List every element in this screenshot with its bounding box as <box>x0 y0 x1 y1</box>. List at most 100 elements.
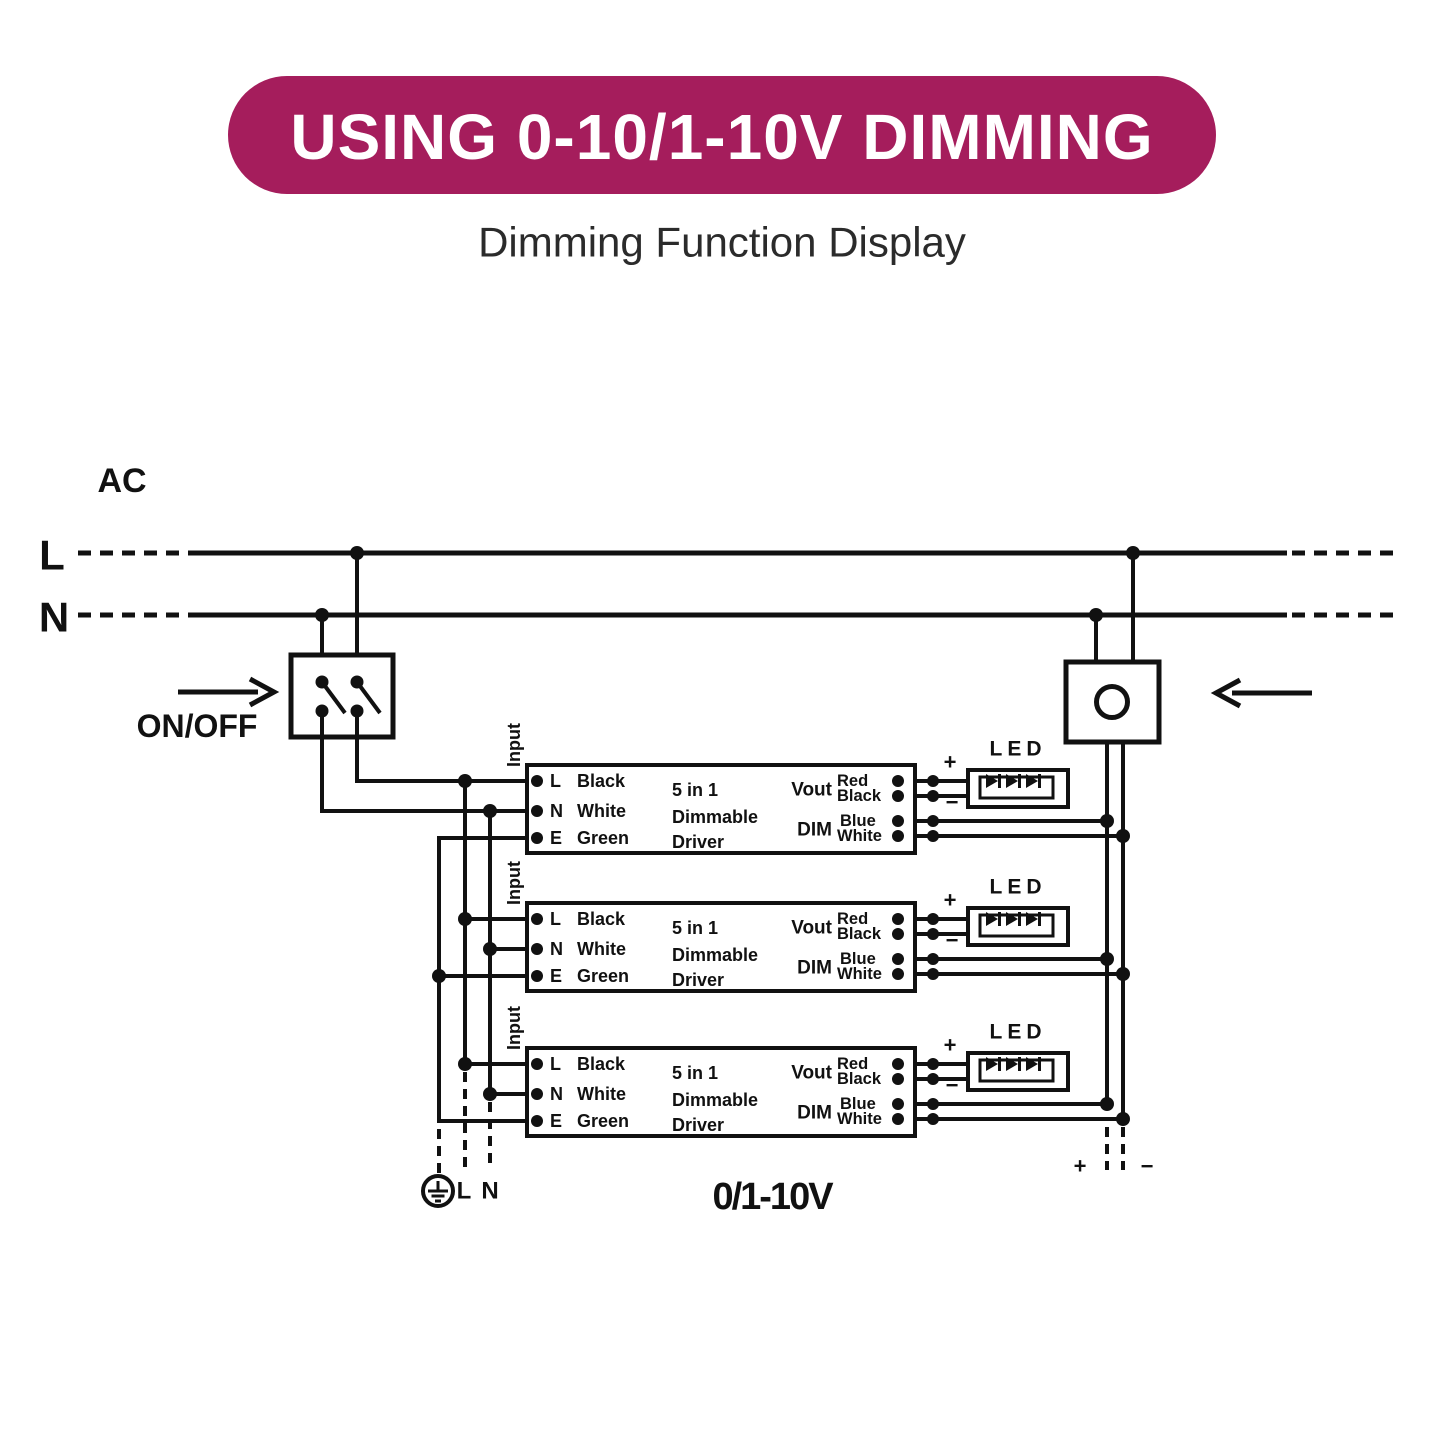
junction-dot <box>483 1087 497 1101</box>
switch-blade <box>355 680 382 715</box>
led-module-2: LED + − <box>944 876 1070 953</box>
banner-pill <box>228 76 1216 194</box>
wire-dot <box>927 775 939 787</box>
in-n-wire: White <box>577 1084 626 1104</box>
onoff-switch: ON/OFF <box>137 553 396 744</box>
dimmer <box>1063 553 1312 745</box>
driver-name-1: 5 in 1 <box>672 918 718 938</box>
page-title: USING 0-10/1-10V DIMMING <box>290 101 1153 173</box>
led-strip-inner <box>978 913 1055 938</box>
diode-icon <box>986 1057 998 1071</box>
out-blue-label: Blue <box>840 812 876 830</box>
driver-name-2: Dimmable <box>672 945 758 965</box>
diode-icon <box>986 912 998 926</box>
wire <box>320 711 527 813</box>
dim-label: DIM <box>797 1103 832 1124</box>
in-n: N <box>550 939 563 959</box>
driver-name-3: Driver <box>672 1115 724 1135</box>
led-strip-inner <box>978 1058 1055 1083</box>
dimmer-arrowhead-icon <box>1210 677 1242 709</box>
terminal-dot <box>531 970 543 982</box>
terminal-dot <box>531 775 543 787</box>
junction-dot <box>458 912 472 926</box>
led-plus: + <box>944 888 957 913</box>
onoff-arrowhead-icon <box>248 676 280 708</box>
input-label: Input <box>504 1006 524 1050</box>
in-l: L <box>550 909 561 929</box>
ac-label: AC <box>97 462 146 500</box>
terminal-dot <box>892 1058 904 1070</box>
diode-icon <box>986 774 998 788</box>
junction-dot <box>483 804 497 818</box>
led-label: LED <box>990 876 1047 899</box>
in-n: N <box>550 801 563 821</box>
led-minus: − <box>946 928 959 953</box>
driver-box <box>525 763 917 855</box>
led-label: LED <box>990 738 1047 761</box>
in-e-wire: Green <box>577 966 629 986</box>
terminal-dot <box>531 1058 543 1070</box>
vout-label: Vout <box>791 1063 832 1084</box>
in-e: E <box>550 1111 562 1131</box>
driver-1: Input L Black N White E Green 5 in 1 Dim… <box>504 723 1123 855</box>
terminal-dot <box>892 1098 904 1110</box>
out-black-label: Black <box>837 787 882 805</box>
dim-type-label: 0/1-10V <box>712 1176 834 1218</box>
diode-icon <box>1006 774 1018 788</box>
diode-icon <box>1026 912 1038 926</box>
terminal-dot <box>892 815 904 827</box>
neutral-label: N <box>39 594 69 641</box>
input-label: Input <box>504 861 524 905</box>
page-subtitle: Dimming Function Display <box>478 219 966 266</box>
wire-dot <box>927 928 939 940</box>
input-bus-wires <box>320 711 527 1175</box>
led-minus: − <box>946 1073 959 1098</box>
in-l: L <box>550 1054 561 1074</box>
wire-dot <box>927 815 939 827</box>
led-module-3: LED + − <box>944 1021 1070 1098</box>
led-minus: − <box>946 790 959 815</box>
driver-name-1: 5 in 1 <box>672 780 718 800</box>
in-l: L <box>550 771 561 791</box>
driver-name-3: Driver <box>672 832 724 852</box>
terminal-dot <box>531 1115 543 1127</box>
driver-2: Input L Black N White E Green 5 in 1 Dim… <box>504 861 1123 993</box>
onoff-label: ON/OFF <box>137 708 258 744</box>
vout-label: Vout <box>791 780 832 801</box>
wire-dot <box>927 968 939 980</box>
wire-dot <box>927 1073 939 1085</box>
wire-dot <box>927 1058 939 1070</box>
junction-dot <box>458 774 472 788</box>
junction-dot <box>458 1057 472 1071</box>
dim-label: DIM <box>797 958 832 979</box>
in-n: N <box>550 1084 563 1104</box>
input-label: Input <box>504 723 524 767</box>
terminal-dot <box>892 913 904 925</box>
junction-dot <box>432 969 446 983</box>
out-black-label: Black <box>837 1070 882 1088</box>
out-red-label: Red <box>837 772 868 790</box>
terminal-dot <box>531 1088 543 1100</box>
live-label: L <box>39 532 65 579</box>
diode-icon <box>1026 1057 1038 1071</box>
terminal-dot <box>531 832 543 844</box>
in-e: E <box>550 966 562 986</box>
in-n-wire: White <box>577 801 626 821</box>
diode-icon <box>1006 1057 1018 1071</box>
wire-dot <box>927 913 939 925</box>
terminal-dot <box>892 953 904 965</box>
out-blue-label: Blue <box>840 950 876 968</box>
driver-name-2: Dimmable <box>672 807 758 827</box>
terminal-dot <box>892 1113 904 1125</box>
out-red-label: Red <box>837 910 868 928</box>
in-n-wire: White <box>577 939 626 959</box>
out-white-label: White <box>837 1110 882 1128</box>
driver-name-3: Driver <box>672 970 724 990</box>
terminal-dot <box>892 1073 904 1085</box>
ground-terminal: L N <box>421 1174 499 1208</box>
in-e: E <box>550 828 562 848</box>
junction-dot <box>483 942 497 956</box>
dimmer-knob-icon <box>1094 684 1130 720</box>
ground-live-label: L <box>457 1178 472 1205</box>
